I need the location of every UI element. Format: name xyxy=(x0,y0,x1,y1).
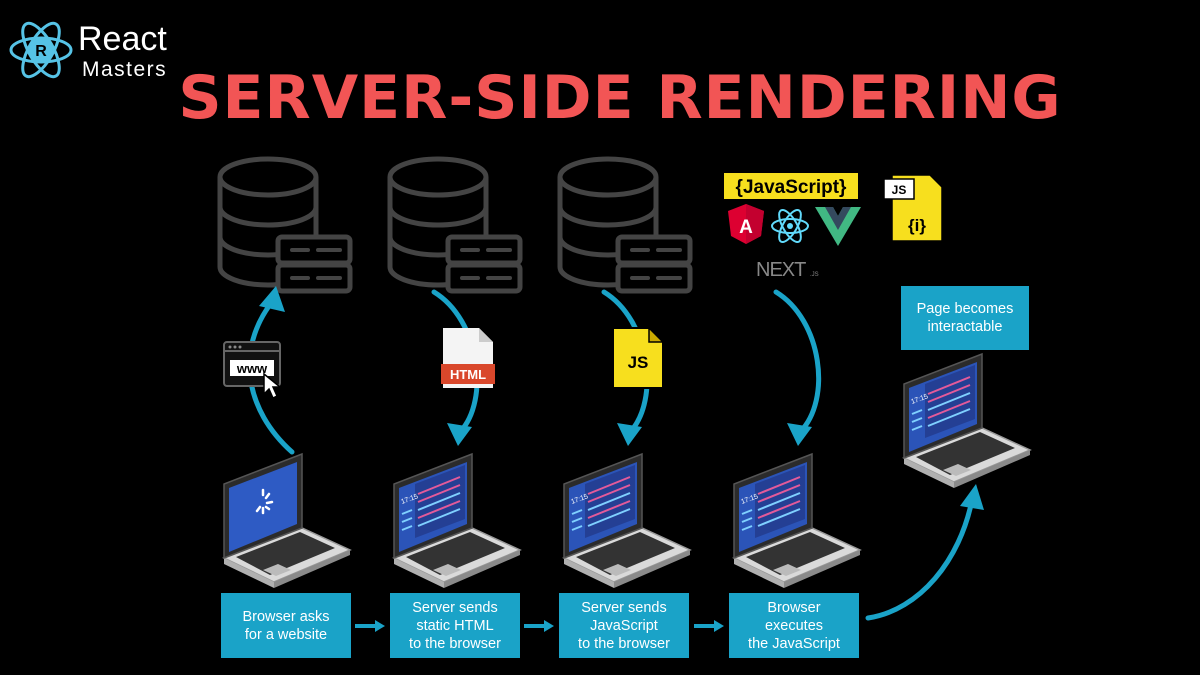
svg-text:{i}: {i} xyxy=(908,216,926,235)
database-server-icon-1 xyxy=(220,159,350,291)
page-title: SERVER-SIDE RENDERING xyxy=(178,63,1062,133)
html-file-label: HTML xyxy=(450,367,486,382)
svg-text:.JS: .JS xyxy=(810,272,819,278)
step-box-server-sends-js: Server sends JavaScript to the browser xyxy=(559,593,689,658)
laptop-dashboard-icon-3: 17:15 xyxy=(563,453,691,589)
step-box-browser-asks: Browser asks for a website xyxy=(221,593,351,658)
svg-text:A: A xyxy=(739,217,753,238)
cursor-icon xyxy=(263,372,283,400)
step-box-browser-executes: Browser executes the JavaScript xyxy=(729,593,859,658)
arrow-execute-icon xyxy=(773,289,821,446)
svg-text:JS: JS xyxy=(892,183,907,197)
laptop-dashboard-icon-5: 17:15 xyxy=(903,353,1031,489)
js-document-icon: JS {i} xyxy=(883,174,943,242)
logo-letter: R xyxy=(35,43,47,60)
vue-logo-icon xyxy=(815,207,861,246)
www-browser-icon: www xyxy=(223,341,283,400)
javascript-logo-text: {JavaScript} xyxy=(736,177,848,198)
laptop-dashboard-icon-4: 17:15 xyxy=(733,453,861,589)
step-arrow-icon-2 xyxy=(522,618,556,634)
nextjs-logo-icon: NEXT .JS xyxy=(756,259,819,281)
react-logo-icon xyxy=(771,209,809,243)
arrow-interactable-icon xyxy=(865,484,984,621)
step-box-page-interactable: Page becomes interactable xyxy=(901,286,1029,350)
framework-logos: {JavaScript} A NEXT .JS xyxy=(724,173,861,281)
laptop-loading-icon xyxy=(223,452,351,589)
database-server-icon-3 xyxy=(560,159,690,291)
loading-spinner-icon xyxy=(255,488,274,515)
react-atom-logo-icon: R xyxy=(9,21,73,79)
js-file-label: JS xyxy=(628,353,649,372)
laptop-dashboard-icon-2: 17:15 xyxy=(393,453,521,589)
step-arrow-icon-3 xyxy=(692,618,726,634)
step-arrow-icon-1 xyxy=(353,618,387,634)
angular-logo-icon: A xyxy=(728,204,764,244)
brand-name: React xyxy=(78,20,167,58)
step-box-server-sends-html: Server sends static HTML to the browser xyxy=(390,593,520,658)
svg-text:NEXT: NEXT xyxy=(756,259,806,281)
database-server-icon-2 xyxy=(390,159,520,291)
html-file-icon: HTML xyxy=(441,328,495,388)
js-file-icon: JS xyxy=(612,326,665,389)
brand-logo: R React Masters xyxy=(6,14,196,86)
www-text: www xyxy=(236,361,268,376)
brand-subtitle: Masters xyxy=(82,58,168,81)
